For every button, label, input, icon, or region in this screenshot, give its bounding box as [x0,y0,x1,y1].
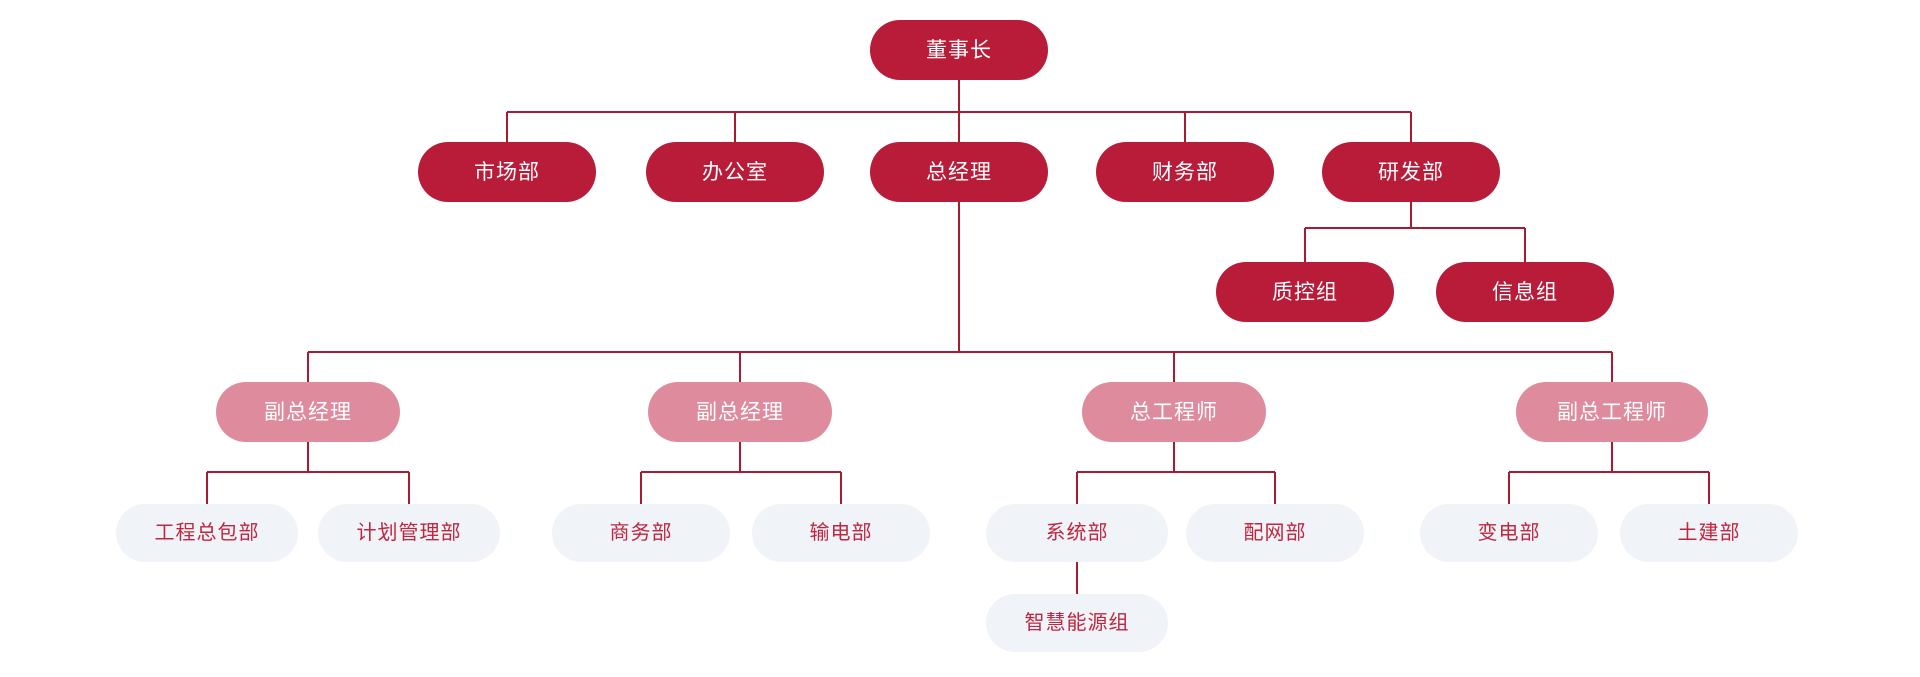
org-node-substation-dept[interactable]: 变电部 [1420,504,1598,562]
org-node-label: 商务部 [609,522,673,544]
org-node-chief-eng[interactable]: 总工程师 [1082,382,1266,442]
org-node-civil-dept[interactable]: 土建部 [1620,504,1798,562]
org-node-gm[interactable]: 总经理 [870,142,1048,202]
org-node-label: 计划管理部 [356,522,462,544]
org-node-deputy-gm-2[interactable]: 副总经理 [648,382,832,442]
org-node-smart-energy-group[interactable]: 智慧能源组 [986,594,1168,652]
org-node-system-dept[interactable]: 系统部 [986,504,1168,562]
org-node-chairman[interactable]: 董事长 [870,20,1048,80]
org-node-label: 董事长 [926,38,992,62]
org-node-epc-dept[interactable]: 工程总包部 [116,504,298,562]
org-node-label: 副总经理 [696,400,784,424]
org-node-commerce-dept[interactable]: 商务部 [552,504,730,562]
org-node-label: 配网部 [1243,522,1307,544]
org-node-deputy-gm-1[interactable]: 副总经理 [216,382,400,442]
org-node-label: 信息组 [1492,280,1558,304]
org-node-label: 市场部 [474,160,540,184]
org-node-label: 输电部 [809,522,873,544]
org-node-label: 工程总包部 [154,522,260,544]
org-node-label: 财务部 [1152,160,1218,184]
org-node-deputy-chief-eng[interactable]: 副总工程师 [1516,382,1708,442]
org-node-label: 副总经理 [264,400,352,424]
org-node-finance[interactable]: 财务部 [1096,142,1274,202]
org-node-label: 土建部 [1677,522,1741,544]
org-node-qc-group[interactable]: 质控组 [1216,262,1394,322]
org-node-rnd[interactable]: 研发部 [1322,142,1500,202]
org-node-label: 总经理 [926,160,992,184]
org-node-label: 办公室 [702,160,768,184]
org-node-label: 变电部 [1477,522,1541,544]
org-node-label: 智慧能源组 [1024,612,1130,634]
org-node-transmission-dept[interactable]: 输电部 [752,504,930,562]
org-node-marketing[interactable]: 市场部 [418,142,596,202]
org-node-label: 总工程师 [1130,400,1218,424]
org-node-planning-dept[interactable]: 计划管理部 [318,504,500,562]
org-node-label: 副总工程师 [1557,400,1667,424]
org-node-distribution-dept[interactable]: 配网部 [1186,504,1364,562]
org-node-info-group[interactable]: 信息组 [1436,262,1614,322]
org-node-label: 质控组 [1272,280,1338,304]
org-node-label: 研发部 [1378,160,1444,184]
org-node-label: 系统部 [1045,522,1109,544]
org-node-office[interactable]: 办公室 [646,142,824,202]
